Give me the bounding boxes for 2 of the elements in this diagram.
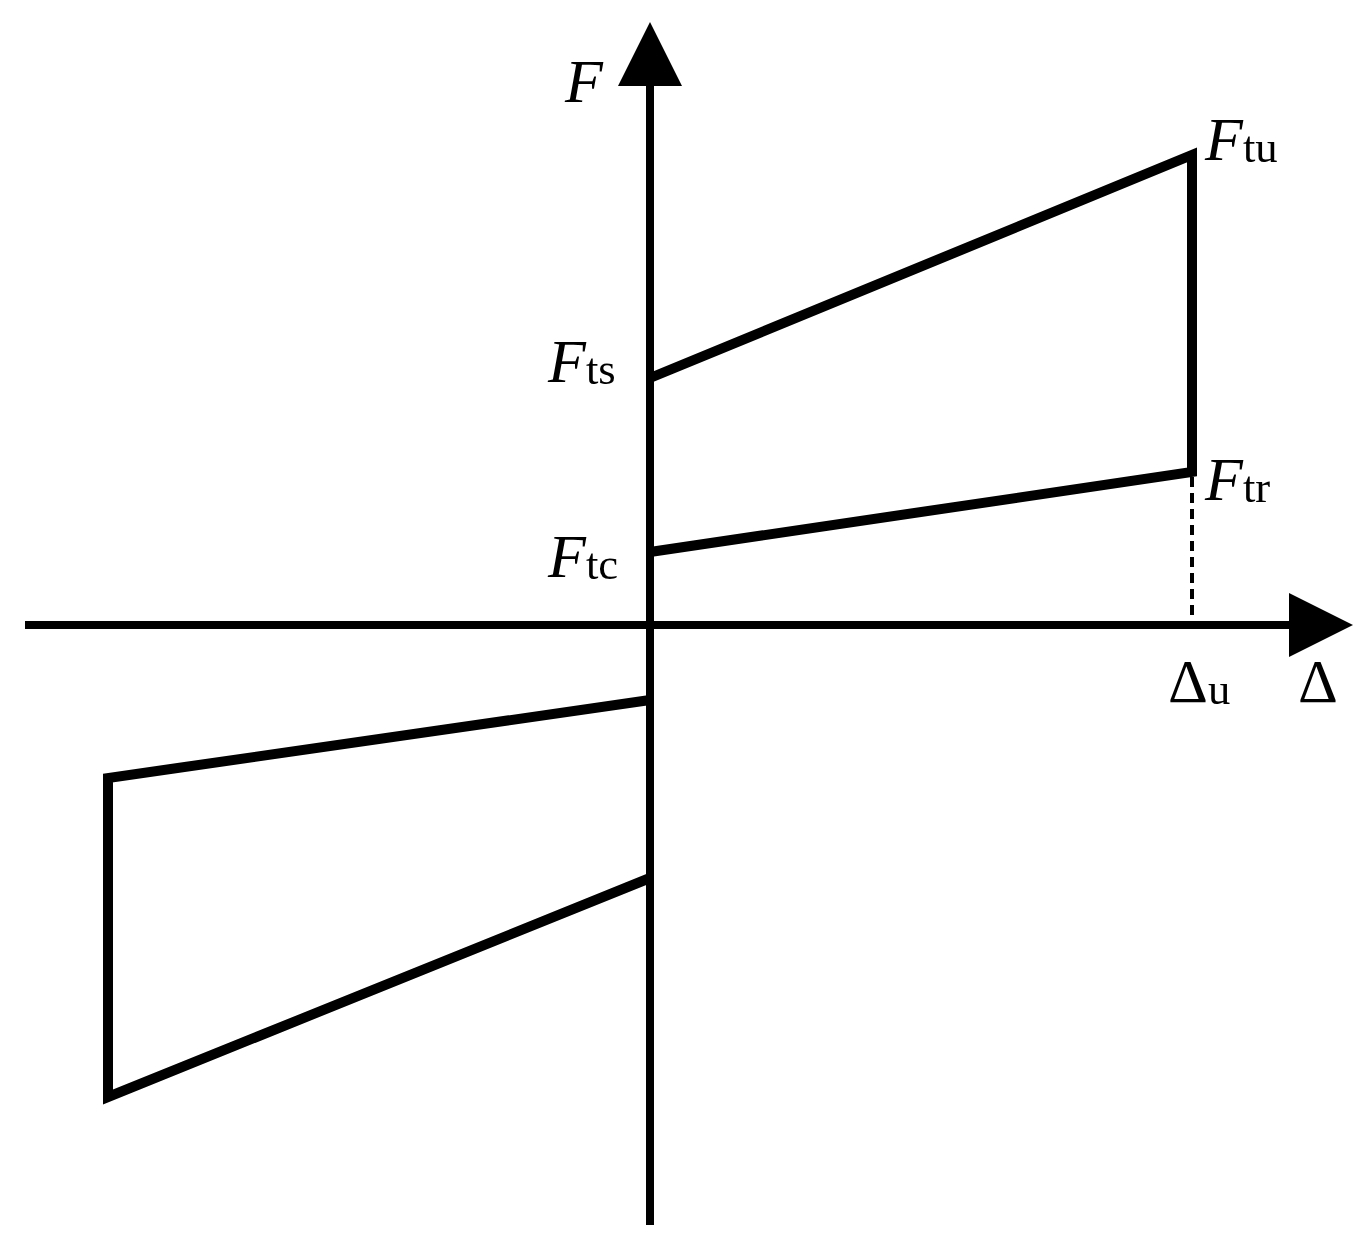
axis-label: Δ	[1298, 650, 1338, 712]
axis-label: F	[565, 50, 603, 112]
